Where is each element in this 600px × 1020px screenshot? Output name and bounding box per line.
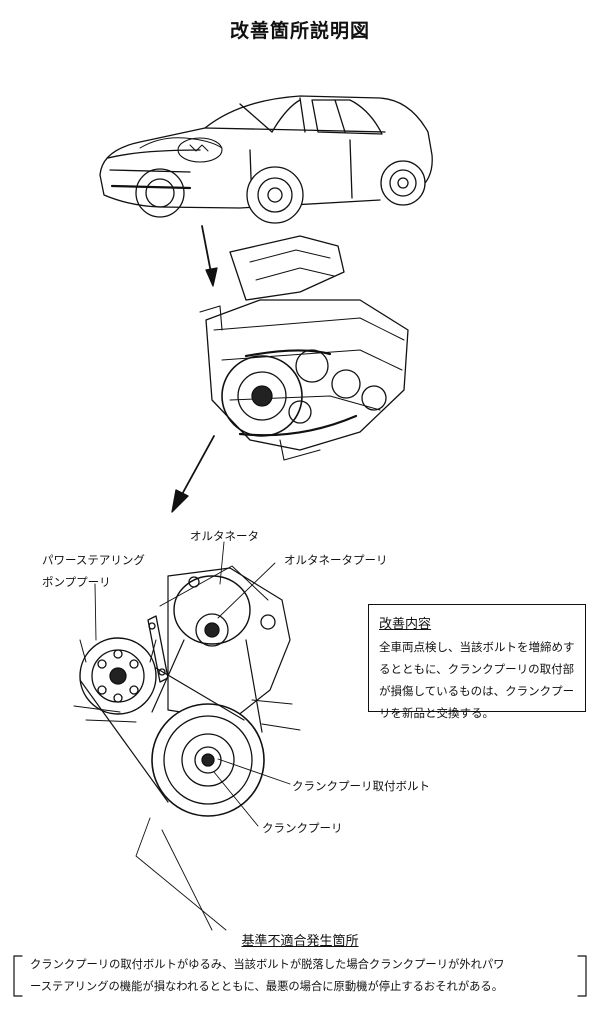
defect-line-1: クランクプーリの取付ボルトがゆるみ、当該ボルトが脱落した場合クランクプーリが外れ…	[30, 958, 505, 971]
alternator-label: オルタネータ	[190, 529, 259, 543]
defect-description: クランクプーリの取付ボルトがゆるみ、当該ボルトが脱落した場合クランクプーリが外れ…	[14, 950, 586, 1002]
crank-pulley-label: クランクプーリ	[262, 821, 343, 835]
defect-line-2: ーステアリングの機能が損なわれるとともに、最悪の場合に原動機が停止するおそれがあ…	[30, 980, 504, 993]
improvement-heading: 改善内容	[379, 617, 432, 632]
defect-heading: 基準不適合発生箇所	[241, 934, 359, 949]
alternator-pulley-label: オルタネータプーリ	[284, 553, 388, 567]
pulley-detail-illustration	[73, 565, 301, 817]
ps-pump-pulley-label-line2: ポンププーリ	[42, 575, 111, 589]
leader-lines	[94, 541, 291, 931]
improvement-callout: 改善内容 全車両点検し、当該ボルトを増締めするとともに、クランクプーリの取付部が…	[368, 604, 586, 720]
improvement-body: 全車両点検し、当該ボルトを増締めするとともに、クランクプーリの取付部が損傷してい…	[379, 640, 575, 720]
car-illustration	[99, 95, 433, 224]
crank-pulley-bolt-label: クランクプーリ取付ボルト	[292, 779, 430, 793]
ps-pump-pulley-label-line1: パワーステアリング	[42, 553, 145, 567]
page-title: 改善箇所説明図	[229, 20, 370, 42]
engine-illustration	[199, 235, 409, 461]
